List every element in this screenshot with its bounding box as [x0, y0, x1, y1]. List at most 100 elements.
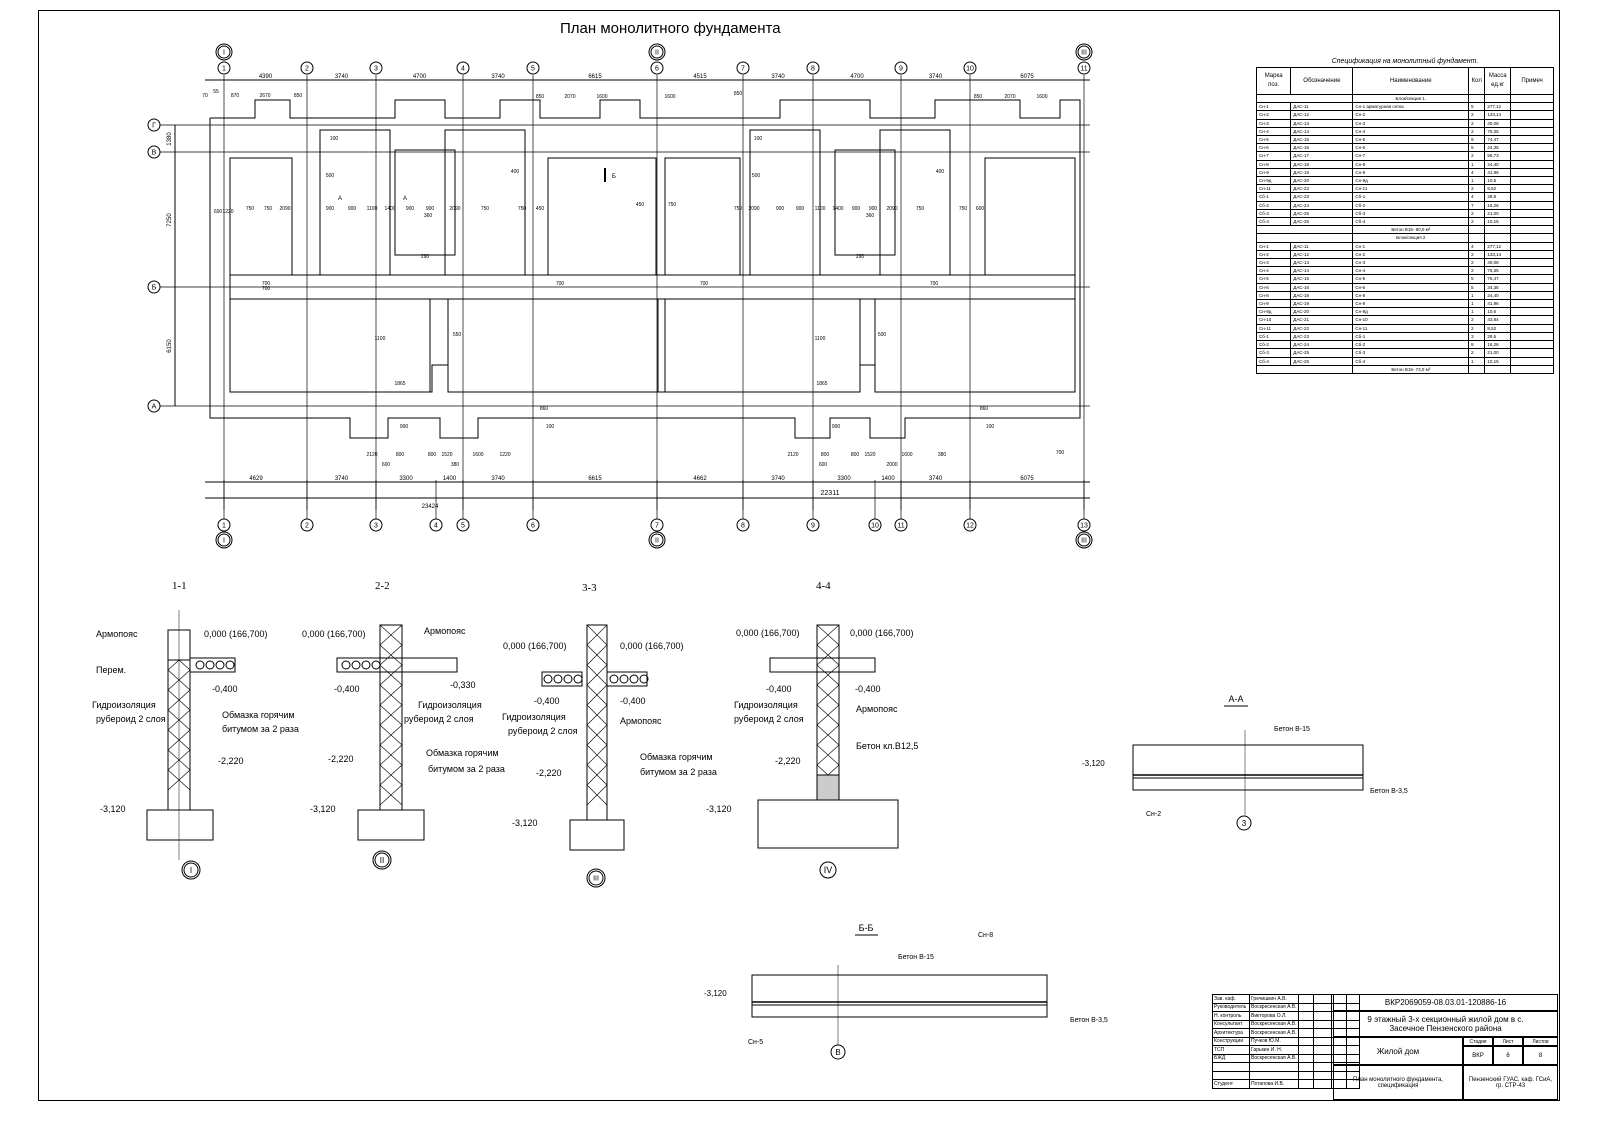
dim-top-6: 3740	[771, 74, 785, 80]
spec-cell: Сб-2	[1255, 200, 1292, 210]
axis-bottom-13-label: 13	[1080, 522, 1088, 529]
dim-misc-56: 600	[819, 462, 828, 468]
spec-cell	[1510, 241, 1554, 251]
spec-cell: 133,14	[1484, 249, 1512, 260]
spec-cell: Сн-4	[1352, 266, 1470, 276]
spec-cell	[1510, 258, 1554, 268]
spec-cell: ДАС-25	[1290, 348, 1354, 358]
stamp-person: Гречишкин А.В.	[1249, 994, 1299, 1004]
spec-cell: 2	[1468, 151, 1486, 161]
s4-brace	[816, 644, 840, 666]
dim-misc-78: 1100	[375, 336, 386, 342]
spec-cell	[1510, 356, 1554, 366]
dim-misc-17: 900	[348, 206, 357, 212]
spec-cell	[1255, 364, 1354, 374]
s3-slab-right	[606, 671, 648, 687]
dim-misc-82: 900	[400, 424, 409, 430]
axis-bottom-12	[963, 518, 977, 532]
spec-cell	[1510, 167, 1554, 178]
dim-misc-39: 600	[976, 206, 985, 212]
roman-axis-outer-bottom	[648, 531, 666, 549]
axis-bottom-3	[369, 518, 383, 532]
stamp-person: Воскресенская А.В.	[1249, 1053, 1299, 1063]
axis-bottom-7	[650, 518, 664, 532]
s3-brace	[586, 724, 608, 746]
bb-level: -3,120	[704, 989, 727, 998]
s1-hollow-core	[195, 660, 205, 670]
spec-cell: Сб-4	[1255, 217, 1292, 227]
dim-misc-35: 900	[869, 206, 878, 212]
spec-cell: 5	[1468, 102, 1486, 112]
dim-misc-75: 360	[866, 213, 875, 219]
s2-level0: 0,000 (166,700)	[302, 629, 366, 639]
stamp-role: Консультант	[1212, 1019, 1250, 1029]
axis-bottom-9	[806, 518, 820, 532]
spec-cell: ДАС-24	[1290, 200, 1354, 210]
axis-bottom-12-label: 12	[966, 522, 974, 529]
spec-cell	[1510, 249, 1554, 260]
spec-cell	[1484, 233, 1512, 243]
dim-misc-41: 1220	[222, 209, 233, 215]
dim-misc-44: 800	[428, 452, 437, 458]
axis-bottom-6-label: 6	[531, 522, 535, 529]
spec-cell: Сн-9	[1255, 167, 1292, 178]
dim-misc-37: 750	[916, 206, 925, 212]
spec-cell: 24,40	[1484, 159, 1512, 169]
spec-cell: Сн-8	[1352, 159, 1470, 169]
stamp-person	[1249, 1062, 1299, 1072]
stamp-organization: Пензенский ГУАС, каф. ГСиА, гр. СТР-43	[1463, 1065, 1558, 1100]
spec-cell: ДАС-12	[1290, 110, 1354, 120]
spec-cell: Сн-9д	[1255, 307, 1292, 317]
spec-cell: Сн-11	[1255, 323, 1292, 333]
dim-overall-1: 22311	[821, 490, 840, 497]
stamp-cell	[1312, 1045, 1332, 1055]
dim-overall-0: 23424	[422, 504, 439, 510]
s3-brace	[586, 684, 608, 706]
s4-beton: Бетон кл.В12,5	[856, 741, 918, 751]
stamp-person: Воскресенская А.В.	[1249, 1019, 1299, 1029]
s1-armopoyas: Армопояс	[96, 629, 138, 639]
axis-bottom-11-label: 11	[897, 522, 904, 529]
roman-axis-bottom-0-label: I	[223, 537, 225, 544]
s4-level400a: -0,400	[766, 684, 792, 694]
s3-brace	[586, 764, 608, 786]
dim-misc-1: 55	[213, 89, 219, 95]
spec-cell: ДАС-25	[1290, 208, 1354, 219]
stamp-cell	[1312, 1079, 1332, 1089]
s3-level2220: -2,220	[536, 768, 562, 778]
spec-cell: 75,35	[1484, 126, 1512, 137]
spec-cell: Сн-2	[1255, 249, 1292, 260]
dim-misc-3: 2670	[259, 93, 270, 99]
roman-axis-top-0-label: I	[223, 49, 225, 56]
spec-cell: ДАС-12	[1290, 249, 1354, 260]
axis-bottom-2	[300, 518, 314, 532]
s2-brace	[379, 764, 403, 786]
spec-cell: Сн-2	[1352, 249, 1470, 260]
dim-bottom-2: 3300	[399, 476, 413, 482]
axis-top-3	[369, 61, 383, 75]
spec-cell: 7	[1468, 200, 1486, 210]
spec-cell: Сб-1	[1255, 192, 1292, 202]
stamp-cell	[1297, 994, 1314, 1004]
dim-misc-57: 2000	[886, 462, 897, 468]
axis-top-3-label: 3	[374, 65, 378, 72]
foundation-outline	[209, 99, 1081, 439]
spec-cell: ДАС-23	[1290, 331, 1354, 342]
axis-left-В	[147, 145, 161, 159]
s4-level3120: -3,120	[706, 804, 732, 814]
spec-cell: ДАС-17	[1290, 151, 1354, 161]
spec-header-designation: Обозначение	[1290, 67, 1354, 95]
s3-brace	[586, 784, 608, 806]
spec-cell: 277,12	[1484, 102, 1512, 112]
